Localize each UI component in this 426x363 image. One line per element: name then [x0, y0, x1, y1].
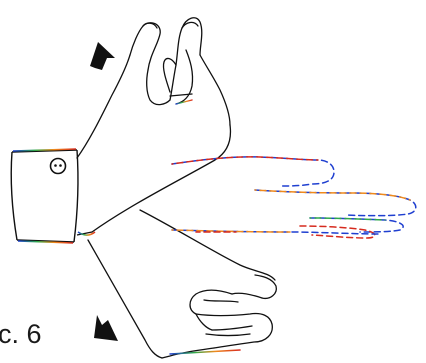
arrow-up-left-icon	[90, 42, 115, 70]
figure-caption: c. 6	[0, 319, 42, 349]
sleeve-cuff	[11, 149, 78, 243]
button-icon	[51, 159, 66, 174]
arrow-down-left-icon	[94, 315, 118, 341]
hand-neutral-dashed	[172, 157, 416, 238]
